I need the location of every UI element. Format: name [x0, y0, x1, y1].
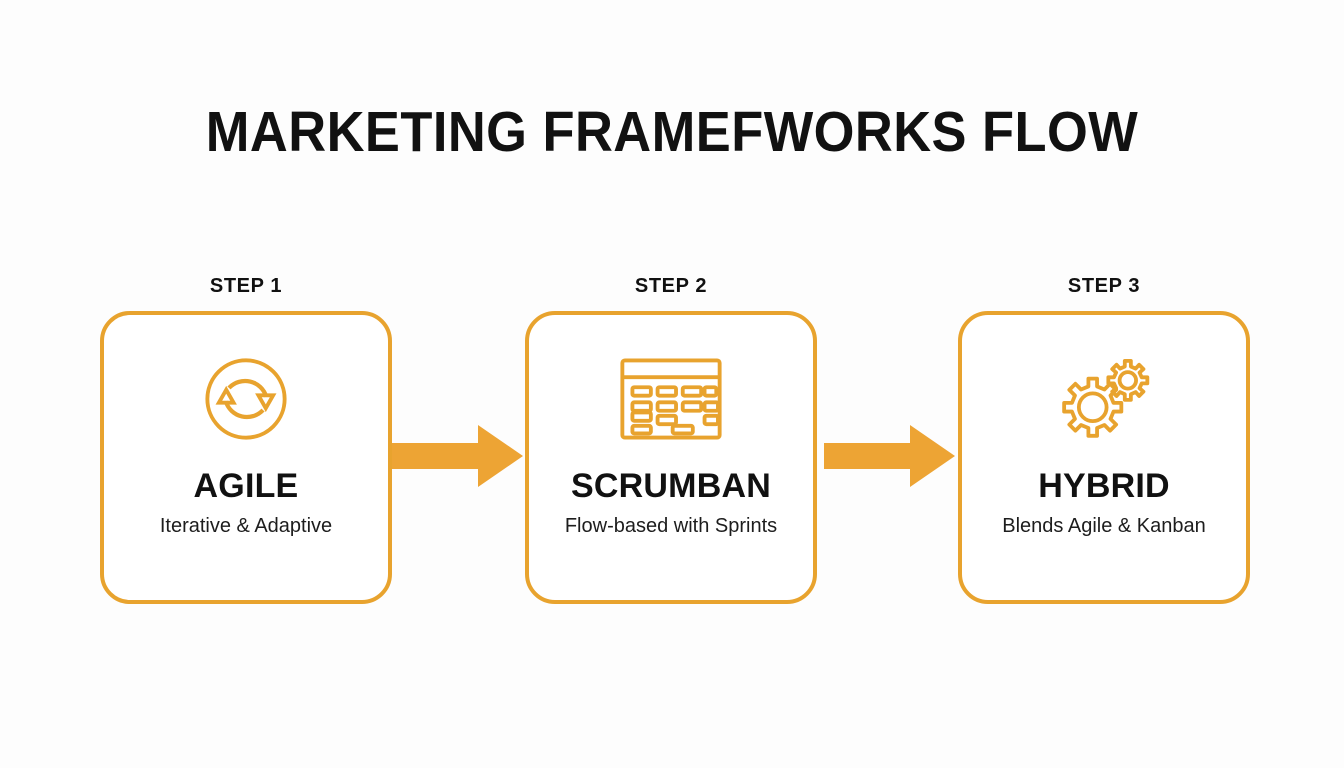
- refresh-cycle-icon: [194, 353, 298, 445]
- arrow-right-icon: [392, 422, 526, 490]
- page-title: MARKETING FRAMEFWORKS FLOW: [205, 100, 1139, 164]
- step-label-3: STEP 3: [1067, 275, 1141, 297]
- step-card-subtitle-1: Iterative & Adaptive: [159, 515, 333, 537]
- step-card-title-1: AGILE: [193, 467, 299, 505]
- step-card-2[interactable]: SCRUMBAN Flow-based with Sprints: [525, 311, 817, 604]
- step-card-title-2: SCRUMBAN: [571, 467, 771, 505]
- flow-step-2[interactable]: STEP 2: [525, 275, 817, 604]
- arrow-right-icon: [824, 422, 958, 490]
- step-label-1: STEP 1: [209, 275, 283, 297]
- step-card-1[interactable]: AGILE Iterative & Adaptive: [100, 311, 392, 604]
- gears-icon: [1052, 353, 1156, 445]
- kanban-board-icon: [619, 353, 723, 445]
- step-label-2: STEP 2: [634, 275, 708, 297]
- step-card-subtitle-2: Flow-based with Sprints: [564, 515, 778, 537]
- flow-step-1[interactable]: STEP 1 AGILE Iterative & Adaptive: [100, 275, 392, 604]
- step-card-3[interactable]: HYBRID Blends Agile & Kanban: [958, 311, 1250, 604]
- step-card-subtitle-3: Blends Agile & Kanban: [1002, 515, 1206, 537]
- step-card-title-3: HYBRID: [1038, 467, 1170, 505]
- flow-step-3[interactable]: STEP 3 HYBRID Blends: [958, 275, 1250, 604]
